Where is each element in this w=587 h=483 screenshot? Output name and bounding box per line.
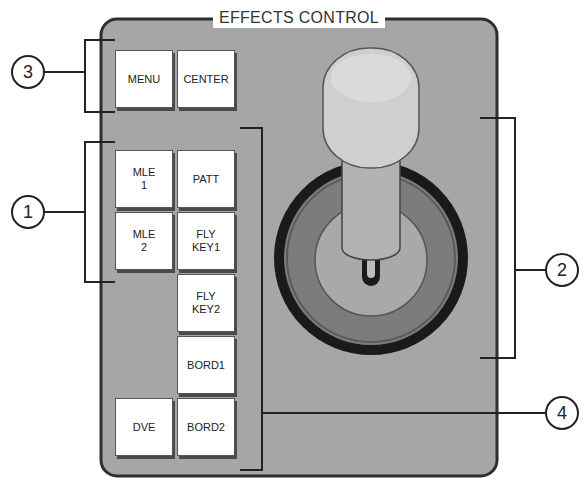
panel-housing [101,19,497,476]
panel-button: FLY KEY2 [177,274,235,332]
leader-4 [262,412,546,414]
button-label: MLE 1 [133,166,156,192]
callout-circles [12,56,578,429]
panel-button: MLE 1 [115,150,173,208]
button-label: BORD2 [187,421,225,434]
control-panel: EFFECTS CONTROLMENUCENTERMLE 1PATTMLE 2F… [100,18,498,477]
button-label: FLY KEY1 [192,228,220,254]
button-label: BORD1 [187,359,225,372]
panel-title: EFFECTS CONTROL [213,8,385,28]
button-label: PATT [193,173,219,186]
joystick [279,48,463,350]
callout-holder: 1 [12,196,44,228]
panel-button: PATT [177,150,235,208]
leader-1 [44,211,85,213]
callout-number: 1 [23,202,33,222]
panel-button: FLY KEY1 [177,212,235,270]
bracket-1 [85,142,115,282]
callout-number: 3 [23,62,33,82]
leader-2 [515,269,546,271]
callout-number: 4 [557,403,567,423]
panel-button: CENTER [177,50,235,108]
title-holder: EFFECTS CONTROL [100,8,498,28]
button-label: CENTER [183,73,228,86]
leader-3 [44,71,85,73]
panel-button: DVE [115,398,173,456]
callout-holder: 3 [12,56,44,88]
button-label: FLY KEY2 [192,290,220,316]
panel-button: MLE 2 [115,212,173,270]
callout-holder: 2 [546,254,578,286]
bracket-4 [240,128,262,470]
panel-button: BORD1 [177,336,235,394]
button-label: DVE [133,421,156,434]
panel-button: MENU [115,50,173,108]
button-label: MENU [128,73,160,86]
callout-brackets [44,40,546,470]
callout-number: 2 [557,260,567,280]
callout-holder: 4 [546,397,578,429]
button-label: MLE 2 [133,228,156,254]
bracket-3 [85,40,115,112]
panel-button: BORD2 [177,398,235,456]
bracket-2 [480,118,515,358]
